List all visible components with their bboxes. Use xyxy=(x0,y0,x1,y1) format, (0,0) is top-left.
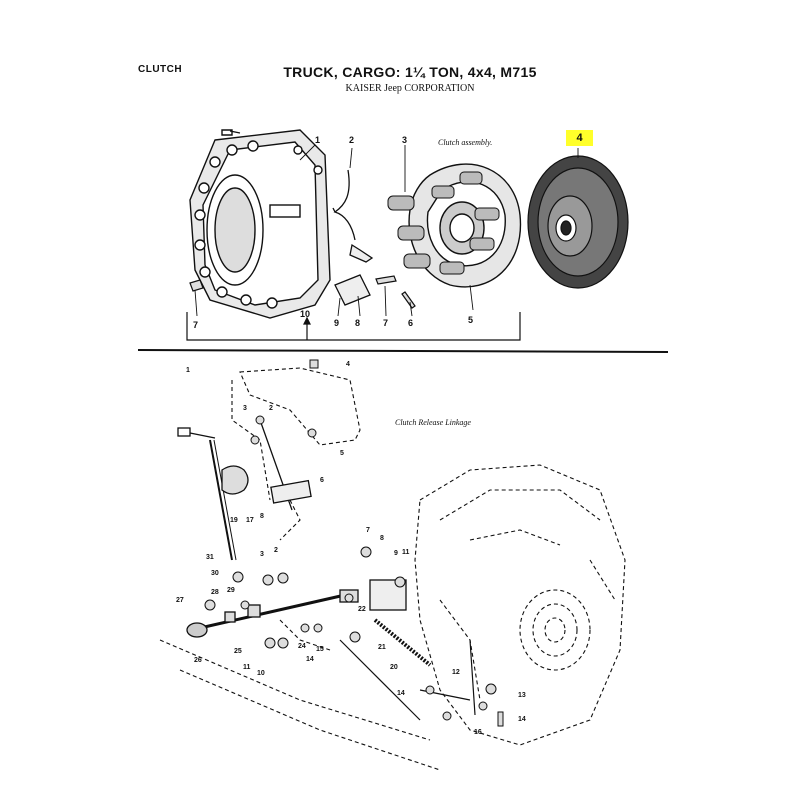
lower-callout-25: 25 xyxy=(234,648,242,655)
lower-callout-5: 5 xyxy=(340,450,344,457)
lower-callout-31: 31 xyxy=(206,554,214,561)
clutch-housing xyxy=(189,129,331,319)
lower-callout-11a: 11 xyxy=(243,664,251,671)
lower-callout-14c: 14 xyxy=(306,656,314,663)
linkage-hardware xyxy=(204,359,504,727)
lower-callout-3: 3 xyxy=(243,405,247,412)
callout-9: 9 xyxy=(334,318,339,328)
lower-callout-14b: 14 xyxy=(518,716,526,723)
clutch-pedal xyxy=(177,419,312,561)
lower-callout-22: 22 xyxy=(358,606,366,613)
callout-7a: 7 xyxy=(383,318,388,328)
page-title: TRUCK, CARGO: 1¼ TON, 4x4, M715 xyxy=(283,64,537,80)
lower-callout-4: 4 xyxy=(346,361,350,368)
lower-callout-6: 6 xyxy=(320,477,324,484)
clutch-assembly-caption: Clutch assembly. xyxy=(438,138,493,147)
lower-callout-15: 15 xyxy=(316,646,324,653)
lower-callout-21: 21 xyxy=(378,644,386,651)
lower-callout-1: 1 xyxy=(186,367,190,374)
upper-callouts: 1 2 3 5 6 7 7 8 9 10 xyxy=(193,135,473,330)
release-spring xyxy=(332,169,374,306)
lower-callout-16: 16 xyxy=(474,729,482,736)
lower-callout-9: 9 xyxy=(394,550,398,557)
callout-1: 1 xyxy=(315,135,320,145)
lower-callout-24: 24 xyxy=(298,643,306,650)
lower-callout-2b: 2 xyxy=(274,547,278,554)
lower-callout-29: 29 xyxy=(227,587,235,594)
release-linkage-caption: Clutch Release Linkage xyxy=(395,418,471,427)
lower-callout-8b: 8 xyxy=(380,535,384,542)
cross-shaft xyxy=(186,579,407,638)
transmission-housing xyxy=(414,464,626,746)
lower-callout-13: 13 xyxy=(518,692,526,699)
lower-callout-11b: 11 xyxy=(402,549,410,556)
lower-callout-20: 20 xyxy=(390,664,398,671)
lower-callout-26: 26 xyxy=(194,657,202,664)
lower-callout-7: 7 xyxy=(366,527,370,534)
callout-8: 8 xyxy=(355,318,360,328)
return-spring xyxy=(339,618,476,721)
lower-callout-19: 19 xyxy=(230,517,238,524)
callout-2: 2 xyxy=(349,135,354,145)
section-label: CLUTCH xyxy=(138,64,183,75)
callout-7b: 7 xyxy=(193,320,198,330)
lower-callouts: 1 2 3 4 5 6 7 8 9 10 11 11 12 13 14 14 1… xyxy=(176,361,526,736)
lower-callout-12: 12 xyxy=(452,669,460,676)
lower-callout-30: 30 xyxy=(211,570,219,577)
small-hardware xyxy=(189,275,416,309)
clutch-disc xyxy=(527,155,629,289)
upper-leaders xyxy=(194,144,579,317)
manufacturer-line: KAISER Jeep CORPORATION xyxy=(345,83,475,94)
lower-callout-17: 17 xyxy=(246,517,254,524)
lower-callout-2: 2 xyxy=(269,405,273,412)
lower-callout-27: 27 xyxy=(176,597,184,604)
clutch-springs xyxy=(387,171,500,275)
section-divider xyxy=(137,349,669,353)
lower-callout-10: 10 xyxy=(257,670,265,677)
callout-5: 5 xyxy=(468,315,473,325)
assembly-bracket xyxy=(186,312,521,341)
lower-callout-8: 8 xyxy=(260,513,264,520)
frame-outline xyxy=(159,367,441,771)
lower-callout-3b: 3 xyxy=(260,551,264,558)
callout-10: 10 xyxy=(300,309,310,319)
lower-callout-28: 28 xyxy=(211,589,219,596)
lower-callout-14a: 14 xyxy=(397,690,405,697)
highlighted-callout: 4 xyxy=(566,130,593,146)
callout-6: 6 xyxy=(408,318,413,328)
callout-4-label: 4 xyxy=(576,132,583,144)
callout-3: 3 xyxy=(402,135,407,145)
